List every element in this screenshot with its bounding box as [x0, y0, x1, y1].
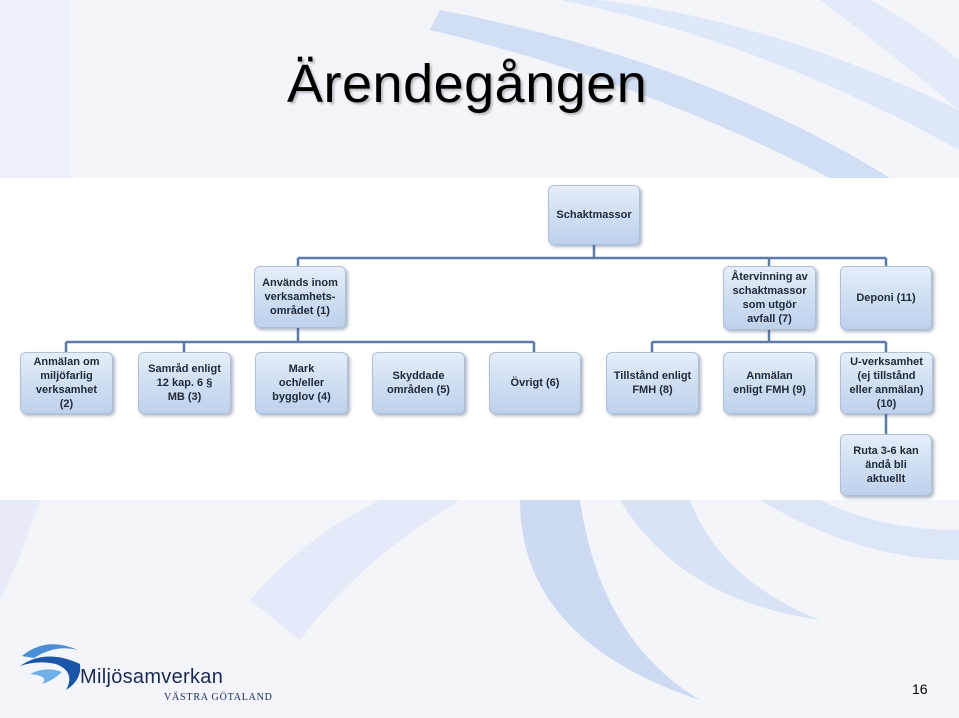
node-anvands-inom: Används inom verksamhets- området (1)	[254, 266, 346, 328]
node-skyddade-omraden: Skyddade områden (5)	[372, 352, 465, 414]
node-u-verksamhet: U-verksamhet (ej tillstånd eller anmälan…	[840, 352, 933, 414]
swirl-logo-icon	[20, 644, 81, 690]
connector-lines	[64, 245, 888, 434]
slide-title: Ärendegången	[287, 54, 648, 114]
node-mark-bygglov: Mark och/eller bygglov (4)	[255, 352, 348, 414]
node-anmalan-fmh: Anmälan enligt FMH (9)	[723, 352, 816, 414]
node-schaktmassor: Schaktmassor	[548, 185, 640, 245]
logo-region: VÄSTRA GÖTALAND	[164, 692, 273, 703]
node-deponi: Deponi (11)	[840, 266, 932, 330]
logo-name: Miljösamverkan	[80, 666, 224, 688]
node-ovrigt: Övrigt (6)	[489, 352, 581, 414]
node-ruta-3-6: Ruta 3-6 kan ändå bli aktuellt	[840, 434, 932, 496]
node-samrad: Samråd enligt 12 kap. 6 § MB (3)	[138, 352, 231, 414]
node-anmalan-miljofarlig: Anmälan om miljöfarlig verksamhet (2)	[20, 352, 113, 414]
node-tillstand-fmh: Tillstånd enligt FMH (8)	[606, 352, 699, 414]
org-chart-diagram: Schaktmassor Används inom verksamhets- o…	[0, 178, 959, 500]
miljosamverkan-logo: Miljösamverkan VÄSTRA GÖTALAND	[16, 636, 272, 708]
node-atervinning: Återvinning av schaktmassor som utgör av…	[723, 266, 816, 330]
page-number: 16	[912, 681, 928, 697]
